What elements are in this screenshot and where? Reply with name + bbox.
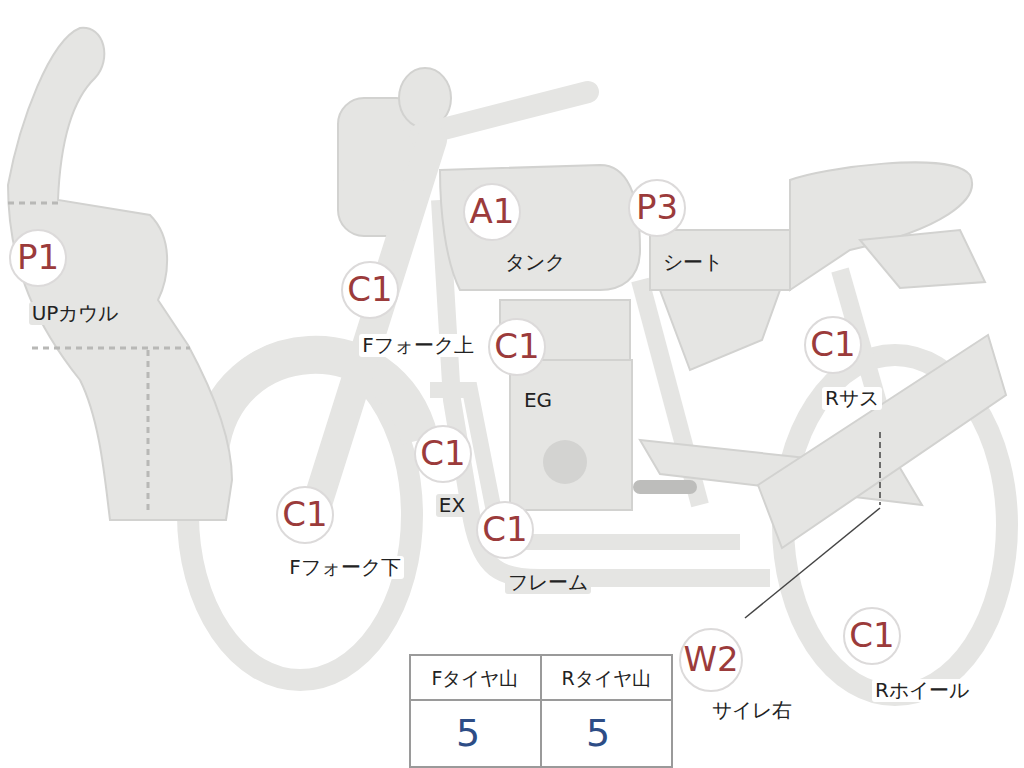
table-header: Rタイヤ山	[561, 668, 650, 689]
part-name: フレーム	[505, 571, 591, 594]
callout-code: P1	[17, 240, 59, 274]
leader-line	[879, 432, 881, 505]
check-point-circle: P1UPカウル	[9, 229, 67, 287]
check-point-circle: W2サイレ右	[679, 628, 743, 692]
callout-code: C1	[420, 436, 465, 470]
table-header: Fタイヤ山	[432, 668, 519, 689]
callout-code: C1	[494, 329, 539, 363]
check-point-circle: C1Rホイール	[843, 607, 901, 665]
part-name: Rサス	[822, 387, 882, 410]
callout-code: C1	[282, 497, 327, 531]
callout-code: P3	[636, 190, 678, 224]
check-point-circle: C1Fフォーク上	[341, 261, 399, 319]
callout-code: C1	[347, 272, 392, 306]
check-point-circle: C1フレーム	[476, 501, 534, 559]
part-name: UPカウル	[29, 302, 122, 325]
check-point-circle: P3シート	[628, 179, 686, 237]
part-name: EG	[521, 389, 555, 412]
callout-code: A1	[470, 194, 515, 228]
part-name: Fフォーク上	[359, 334, 477, 357]
part-name: タンク	[502, 251, 568, 274]
check-point-circle: A1タンク	[463, 183, 521, 241]
part-name: Rホイール	[872, 679, 972, 702]
tread-table	[410, 655, 672, 767]
check-point-circle: C1Fフォーク下	[276, 486, 334, 544]
callout-code: C1	[810, 327, 855, 361]
check-point-circle: C1EX	[414, 425, 472, 483]
check-point-circle: C1Rサス	[804, 316, 862, 374]
table-value: 5	[456, 713, 480, 755]
part-name: サイレ右	[709, 699, 795, 722]
part-name: EX	[436, 494, 468, 517]
callout-code: W2	[683, 642, 738, 676]
check-point-circle: C1EG	[488, 318, 546, 376]
part-name: シート	[660, 251, 726, 274]
callout-code: C1	[482, 512, 527, 546]
part-name: Fフォーク下	[286, 556, 404, 579]
callout-code: C1	[849, 618, 894, 652]
table-value: 5	[586, 713, 610, 755]
leader-line	[745, 508, 880, 618]
